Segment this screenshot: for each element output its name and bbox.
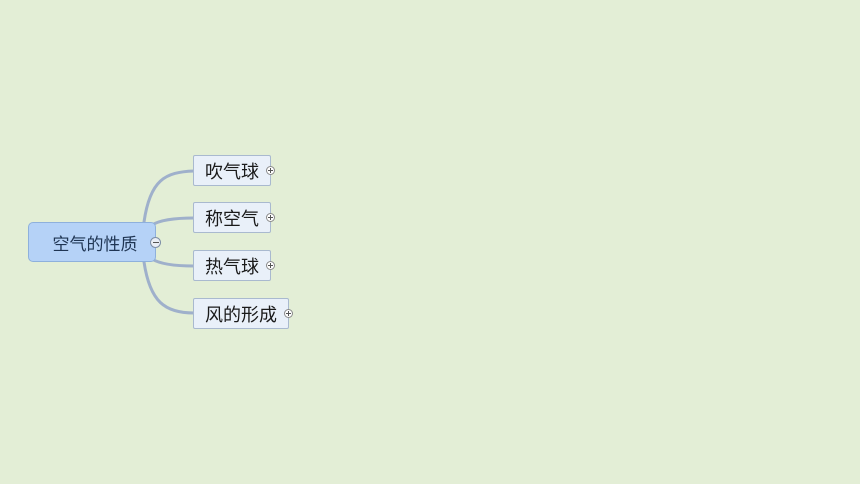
connector-1 — [150, 216, 196, 227]
expand-icon[interactable] — [266, 213, 275, 222]
collapse-icon[interactable] — [150, 237, 161, 248]
subtopic-node[interactable]: 吹气球 — [193, 155, 275, 186]
central-topic-label: 空气的性质 — [52, 234, 138, 255]
connector-2 — [150, 257, 196, 268]
subtopic-label: 风的形成 — [205, 304, 277, 326]
central-topic[interactable]: 空气的性质 — [28, 222, 161, 262]
subtopic-node[interactable]: 风的形成 — [193, 298, 293, 329]
subtopic-label: 热气球 — [205, 256, 259, 278]
subtopic-label: 吹气球 — [205, 161, 259, 183]
expand-icon[interactable] — [284, 309, 293, 318]
subtopic-node[interactable]: 称空气 — [193, 202, 275, 233]
subtopic-label: 称空气 — [205, 208, 259, 230]
expand-icon[interactable] — [266, 166, 275, 175]
expand-icon[interactable] — [266, 261, 275, 270]
subtopic-node[interactable]: 热气球 — [193, 250, 275, 281]
connector-0 — [142, 169, 196, 224]
connector-3 — [142, 260, 196, 315]
